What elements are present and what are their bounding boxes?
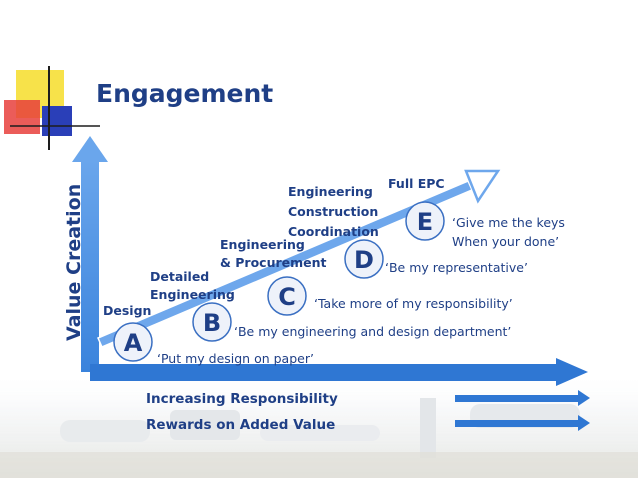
y-axis-label: Value Creation [63,184,85,341]
stage-label-line: Engineering [150,287,235,302]
stage-label-engineering-construction-coordination: Engineering Construction Coordination [288,184,379,239]
stage-letter: D [354,246,374,274]
stage-label-line: Construction [288,204,378,219]
stage-label-line: Engineering [288,184,373,199]
stage-letter: B [203,309,221,337]
slide-title: Engagement [96,79,273,108]
stage-letter: E [417,208,433,236]
stage-label-detailed-engineering: Detailed Engineering [150,269,235,302]
stage-letter: C [278,283,296,311]
vertical-axis-arrow [72,136,108,372]
stage-circle-d: D [344,239,384,279]
stage-label-line: & Procurement [220,255,327,270]
stage-circle-e: E [405,201,445,241]
stage-label-line: Coordination [288,224,379,239]
quote-line: When your done’ [452,234,559,249]
stage-label-line: Detailed [150,269,209,284]
quote-c: ‘Take more of my responsibility’ [314,296,513,311]
responsibility-arrow [455,390,590,406]
horizontal-axis-arrow [90,358,588,386]
quote-e: ‘Give me the keys When your done’ [452,215,565,249]
label-increasing-responsibility: Increasing Responsibility [146,391,338,407]
stage-circle-b: B [192,302,232,342]
stage-circle-a: A [113,322,153,362]
quote-d: ‘Be my representative’ [385,260,528,275]
quote-line: ‘Give me the keys [452,215,565,230]
stage-label-design: Design [103,303,151,318]
quote-a: ‘Put my design on paper’ [157,351,314,366]
stage-letter: A [124,329,143,357]
growth-arrow [97,169,501,348]
stage-label-full-epc: Full EPC [388,176,445,191]
quote-b: ‘Be my engineering and design department… [234,324,511,339]
label-rewards-added-value: Rewards on Added Value [146,417,335,433]
stage-label-line: Engineering [220,237,305,252]
corner-decoration [4,66,100,150]
stage-circle-c: C [267,276,307,316]
stage-label-engineering-procurement: Engineering & Procurement [220,237,327,270]
rewards-arrow [455,415,590,431]
